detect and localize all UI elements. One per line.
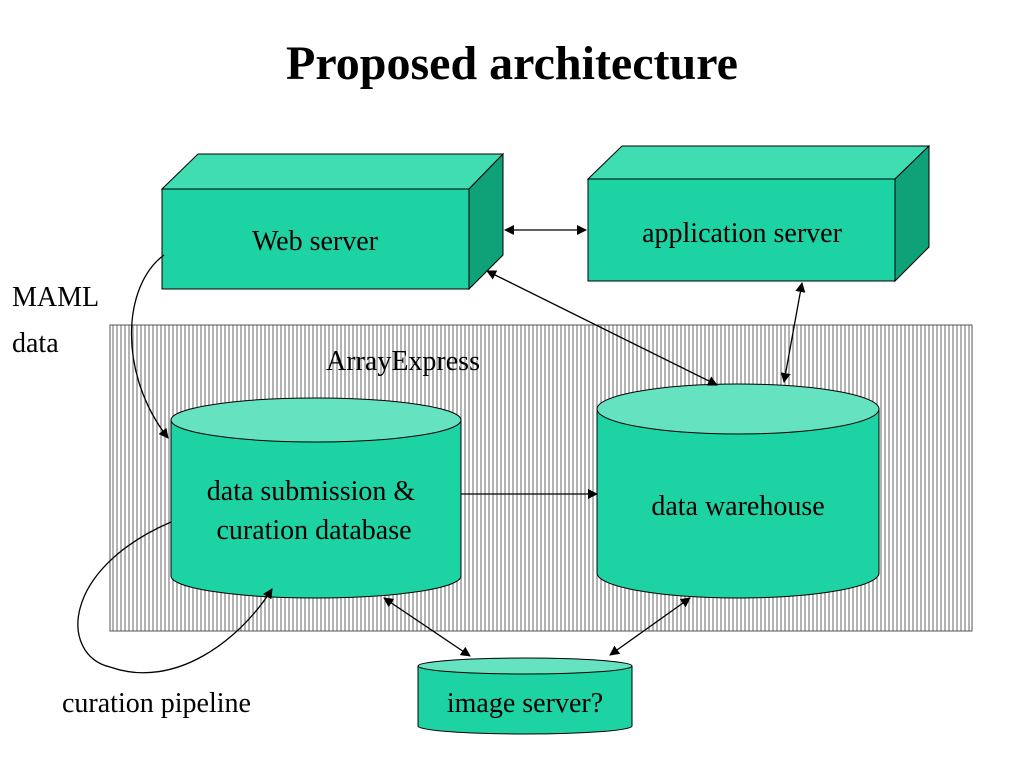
maml-label-line1: MAML [12, 282, 99, 313]
app-warehouse-connector [780, 282, 806, 383]
curation-database-cylinder[interactable]: data submission & curation database [170, 397, 462, 599]
data-warehouse-label: data warehouse [651, 491, 824, 522]
maml-data-curve [131, 254, 169, 439]
application-server-box[interactable]: application server [586, 144, 931, 283]
arrayexpress-label: ArrayExpress [326, 346, 480, 377]
curation-database-label-line2: curation database [216, 515, 411, 546]
slide-title: Proposed architecture [286, 37, 738, 90]
maml-label-line2: data [12, 328, 59, 359]
curation-database-label-line1: data submission & [207, 476, 416, 507]
image-server-label: image server? [447, 688, 603, 719]
web-server-label: Web server [252, 226, 379, 257]
warehouse-image-connector [609, 597, 691, 656]
application-server-label: application server [642, 218, 842, 249]
data-warehouse-cylinder[interactable]: data warehouse [596, 383, 880, 599]
curation-pipeline-label: curation pipeline [62, 688, 251, 719]
image-server-cylinder[interactable]: image server? [417, 657, 633, 735]
curation-pipeline-loop [77, 521, 273, 674]
db-image-connector [383, 597, 471, 657]
web-warehouse-connector [486, 270, 718, 386]
web-server-box[interactable]: Web server [160, 152, 505, 291]
